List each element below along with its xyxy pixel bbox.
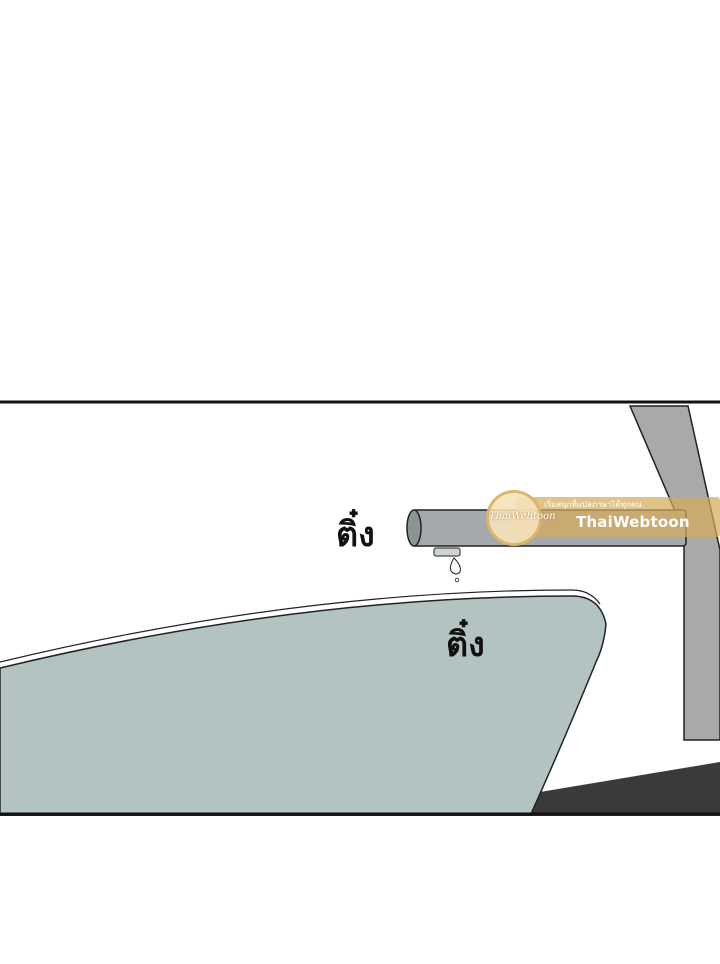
sound-effect-drip-2: ติ๋ง [446,625,485,665]
watermark-tagline: เริ่มสนุกที่แปลภาษาได้ทุกคน [544,500,642,509]
panel-artwork [0,400,720,816]
watermark-logo-badge: ThaiWebtoon [486,490,556,546]
watermark-banner [516,497,720,537]
sound-effect-drip-1: ติ๋ง [336,515,375,555]
watermark-brand: ThaiWebtoon [576,513,690,531]
watermark-logo-text: ThaiWebtoon [489,511,556,522]
water-drop [449,557,461,583]
comic-panel: ติ๋ง ติ๋ง เริ่มสนุกที่แปลภาษาได้ทุกคน Th… [0,400,720,816]
dark-floor [520,762,720,816]
basin [0,589,607,816]
watermark: เริ่มสนุกที่แปลภาษาได้ทุกคน ThaiWebtoon … [476,484,720,548]
